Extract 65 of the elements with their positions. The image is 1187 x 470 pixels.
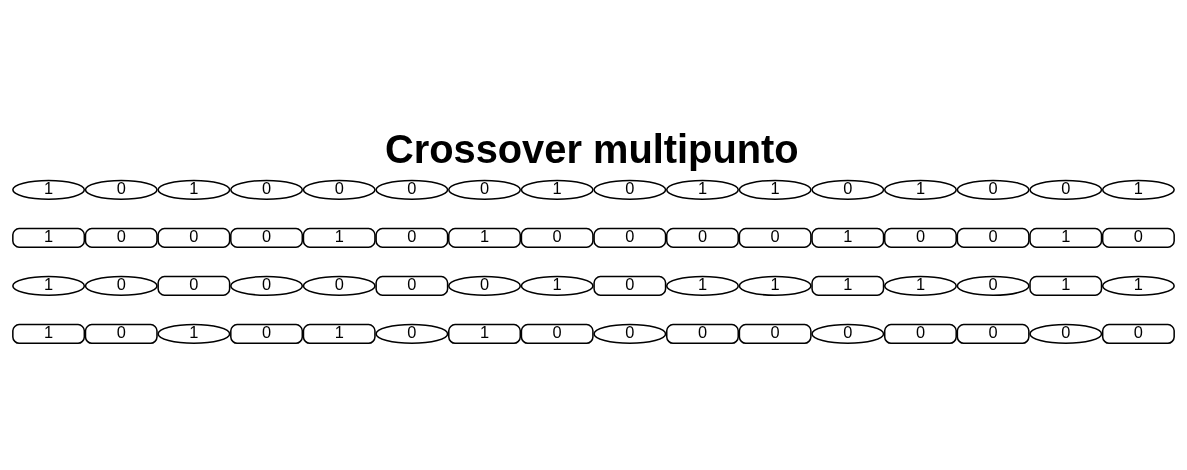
- node-box: 1: [12, 227, 86, 248]
- node-ellipse: 0: [811, 179, 885, 200]
- diagram-title: Crossover multipunto: [384, 126, 799, 171]
- node-ellipse: 0: [230, 275, 304, 296]
- node-ellipse: 0: [593, 179, 667, 200]
- node-ellipse: 0: [375, 179, 449, 200]
- node-ellipse: 0: [448, 179, 521, 200]
- node-ellipse: 1: [1101, 179, 1175, 200]
- node-box: 0: [84, 323, 158, 344]
- node-box: 0: [593, 227, 667, 248]
- node-box: 0: [956, 323, 1030, 344]
- node-box: 0: [84, 227, 158, 248]
- node-ellipse: 0: [230, 179, 304, 200]
- node-box: 1: [1029, 275, 1103, 296]
- node-box: 0: [230, 323, 304, 344]
- node-ellipse: 1: [738, 179, 812, 200]
- node-box: 0: [593, 275, 667, 296]
- node-box: 1: [302, 323, 376, 344]
- node-box: 1: [448, 323, 521, 344]
- node-ellipse: 0: [811, 323, 885, 344]
- node-ellipse: 1: [520, 275, 594, 296]
- node-box: 1: [448, 227, 521, 248]
- node-ellipse: 1: [520, 179, 594, 200]
- node-ellipse: 0: [956, 179, 1030, 200]
- node-ellipse: 1: [1101, 275, 1175, 296]
- node-ellipse: 1: [12, 179, 86, 200]
- node-box: 1: [811, 275, 885, 296]
- node-ellipse: 1: [883, 275, 957, 296]
- node-ellipse: 0: [302, 179, 376, 200]
- node-ellipse: 0: [1029, 179, 1103, 200]
- node-box: 0: [520, 227, 594, 248]
- node-ellipse: 0: [1029, 323, 1103, 344]
- node-ellipse: 0: [448, 275, 521, 296]
- node-box: 0: [157, 227, 231, 248]
- node-box: 0: [666, 323, 739, 344]
- node-box: 0: [883, 227, 957, 248]
- node-box: 0: [520, 323, 594, 344]
- node-box: 0: [738, 227, 812, 248]
- node-ellipse: 1: [157, 179, 231, 200]
- node-box: 0: [230, 227, 304, 248]
- node-ellipse: 1: [666, 179, 739, 200]
- node-ellipse: 1: [12, 275, 86, 296]
- node-box: 0: [157, 275, 231, 296]
- node-ellipse: 0: [302, 275, 376, 296]
- node-box: 0: [956, 227, 1030, 248]
- node-ellipse: 0: [84, 179, 158, 200]
- node-box: 0: [666, 227, 739, 248]
- node-box: 1: [302, 227, 376, 248]
- node-box: 0: [738, 323, 812, 344]
- node-ellipse: 1: [738, 275, 812, 296]
- node-ellipse: 1: [157, 323, 231, 344]
- node-ellipse: 1: [883, 179, 957, 200]
- node-box: 0: [375, 227, 449, 248]
- node-box: 1: [12, 323, 86, 344]
- node-box: 0: [375, 275, 449, 296]
- node-box: 0: [1101, 323, 1175, 344]
- node-ellipse: 0: [375, 323, 449, 344]
- node-box: 0: [883, 323, 957, 344]
- node-ellipse: 0: [593, 323, 667, 344]
- node-box: 1: [1029, 227, 1103, 248]
- node-box: 1: [811, 227, 885, 248]
- node-box: 0: [1101, 227, 1175, 248]
- node-ellipse: 0: [956, 275, 1030, 296]
- node-ellipse: 0: [84, 275, 158, 296]
- node-ellipse: 1: [666, 275, 739, 296]
